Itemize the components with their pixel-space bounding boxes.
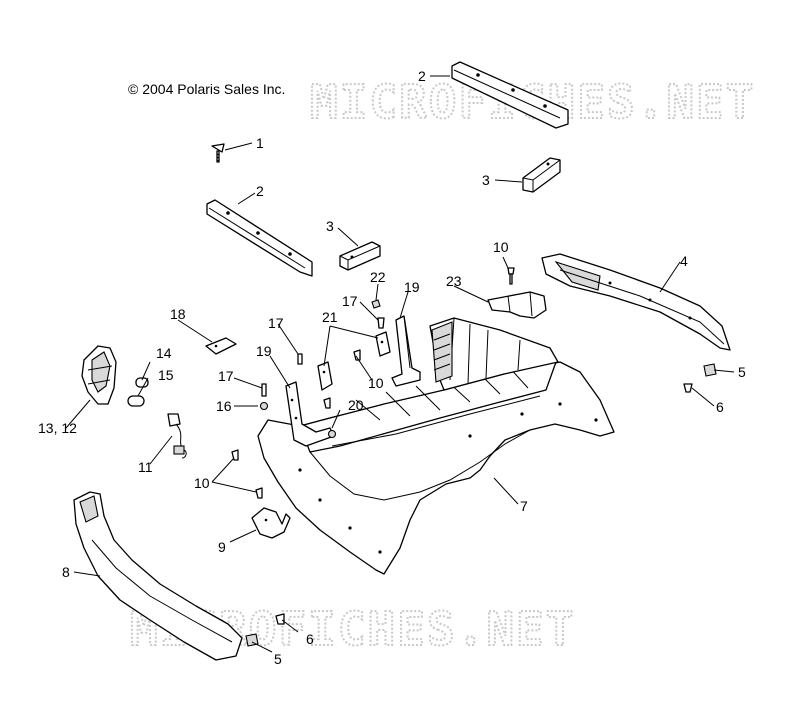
callout-13-12: 13, 12 [38, 420, 77, 436]
callout-10-upper: 10 [493, 239, 509, 255]
part-2-rail-left [206, 199, 313, 277]
callout-3-right: 3 [482, 172, 490, 188]
callout-23: 23 [446, 273, 462, 289]
part-13-taillight [81, 345, 117, 405]
part-20-nut [327, 429, 337, 439]
part-17-bolt-top [377, 317, 385, 329]
callout-20: 20 [348, 397, 364, 413]
part-6-screw-lower [275, 613, 285, 625]
part-19-bracket-left [285, 381, 335, 447]
callout-6-bottom: 6 [306, 631, 314, 647]
leader-lines [65, 75, 735, 653]
callout-1: 1 [256, 135, 264, 151]
callout-17-low: 17 [218, 368, 234, 384]
callout-22: 22 [370, 269, 386, 285]
callout-5-bottom: 5 [274, 651, 282, 667]
part-2-rail-top [451, 61, 569, 129]
callout-19-left: 19 [256, 343, 272, 359]
callout-2-left: 2 [256, 183, 264, 199]
part-6-screw-upper [683, 383, 693, 393]
part-1-screw [211, 143, 225, 163]
copyright-text: © 2004 Polaris Sales Inc. [128, 81, 285, 97]
part-16-nut [259, 401, 269, 411]
callout-5-right: 5 [738, 364, 746, 380]
part-18-bracket [205, 337, 237, 355]
part-19-bracket-right [391, 315, 421, 387]
callout-17-top: 17 [342, 293, 358, 309]
callout-6-right: 6 [716, 399, 724, 415]
callout-17-mid: 17 [268, 315, 284, 331]
part-22-nut [371, 299, 381, 309]
callout-labels: 1 2 2 3 3 4 5 5 6 6 7 8 9 10 10 10 11 13… [38, 68, 746, 667]
callout-3-left: 3 [326, 218, 334, 234]
part-17-bolt-mid [297, 353, 303, 365]
callout-18: 18 [170, 306, 186, 322]
part-21-bracket [317, 331, 391, 391]
part-3-bracket-left [339, 241, 381, 271]
part-23-bracket [487, 291, 547, 319]
callout-19-right: 19 [404, 279, 420, 295]
callout-4: 4 [680, 253, 688, 269]
part-3-bracket-right [522, 157, 561, 193]
part-17-bolt-low [261, 383, 267, 397]
part-4-fender-trim [541, 253, 731, 351]
callout-10-lower: 10 [194, 475, 210, 491]
callout-16: 16 [216, 398, 232, 414]
part-10-screw-mid [323, 349, 361, 409]
part-10-screw-lower [231, 449, 263, 499]
part-14-bulb [135, 377, 149, 388]
callout-11: 11 [138, 459, 153, 475]
part-15-bulb [127, 395, 145, 407]
callout-10-mid: 10 [368, 375, 384, 391]
callout-8: 8 [62, 564, 70, 580]
part-11-harness [167, 413, 187, 459]
part-10-screw-upper [507, 267, 515, 285]
callout-7: 7 [520, 498, 528, 514]
part-9-bracket [251, 507, 291, 539]
callout-15: 15 [158, 367, 174, 383]
callout-9: 9 [218, 539, 226, 555]
part-7-rack-frame [257, 317, 615, 575]
callout-2-top: 2 [418, 68, 426, 84]
callout-21: 21 [322, 309, 338, 325]
callout-14: 14 [156, 345, 172, 361]
part-5-clip-upper [703, 363, 717, 377]
